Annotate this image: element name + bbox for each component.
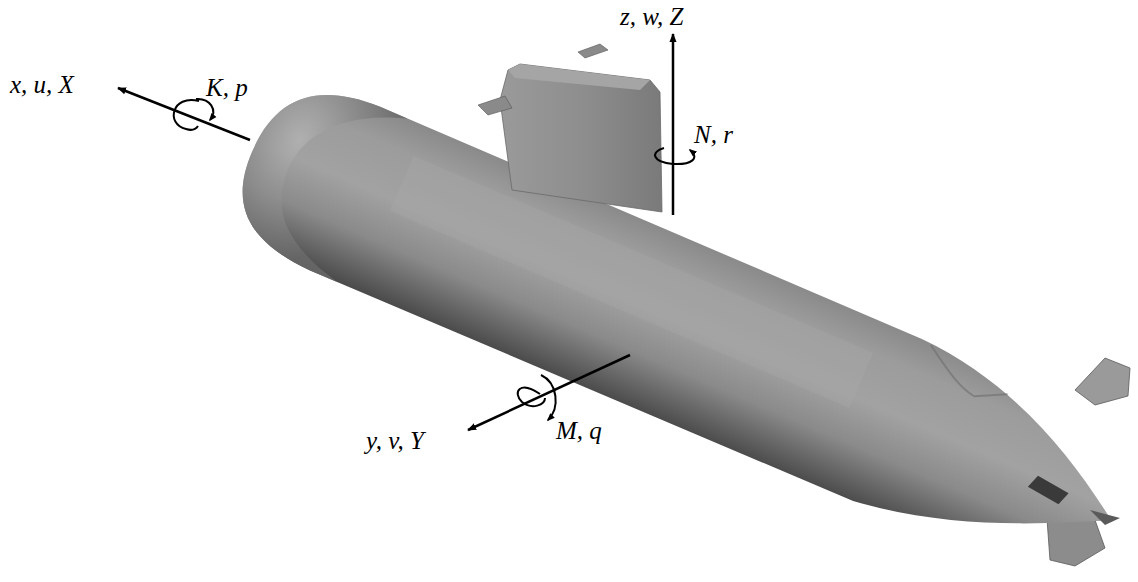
axis-label: y, v, Y xyxy=(366,428,424,453)
axis-label: x, u, X xyxy=(10,72,74,97)
rotation-label: K, p xyxy=(206,75,248,100)
rotation-label: N, r xyxy=(694,122,733,147)
axis-label: z, w, Z xyxy=(620,4,683,29)
rotation-label: M, q xyxy=(556,418,602,443)
